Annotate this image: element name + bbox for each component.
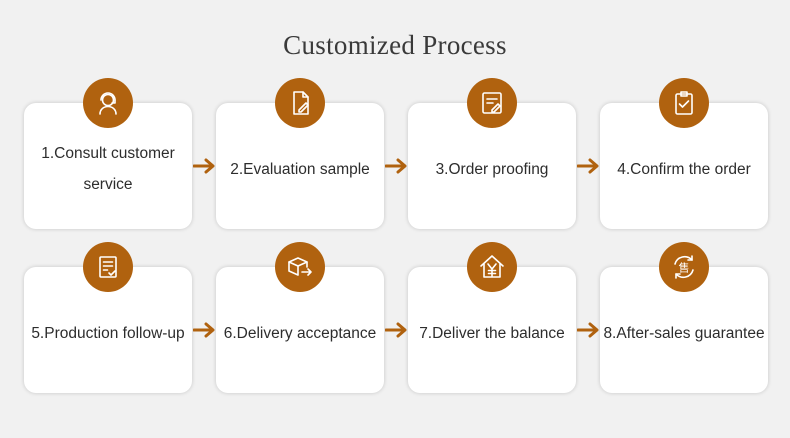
arrow-icon [193,322,215,338]
arrow-icon [193,158,215,174]
arrow-icon [385,158,407,174]
step-label-8: 8.After-sales guarantee [603,324,765,342]
package-delivery-icon [275,242,325,292]
after-sales-glyph: 售 [679,261,690,275]
checklist-icon [83,242,133,292]
form-edit-icon [467,78,517,128]
arrow-icon [577,322,599,338]
after-sales-cycle-icon: 售 [659,242,709,292]
step-label-2: 2.Evaluation sample [230,160,370,178]
step-card-2: 2.Evaluation sample [216,103,384,229]
house-yen-icon [467,242,517,292]
step-label-4: 4.Confirm the order [617,160,751,178]
step-label-6: 6.Delivery acceptance [223,324,377,342]
arrow-icon [385,322,407,338]
clipboard-check-icon [659,78,709,128]
step-label-5: 5.Production follow-up [31,324,185,342]
page-title: Customized Process [283,30,507,60]
arrow-icon [577,158,599,174]
headset-agent-icon [83,78,133,128]
step-label-3: 3.Order proofing [435,160,549,178]
document-pen-icon [275,78,325,128]
step-label-7: 7.Deliver the balance [419,324,565,342]
step-label-1: 1.Consult customer service [41,145,175,193]
